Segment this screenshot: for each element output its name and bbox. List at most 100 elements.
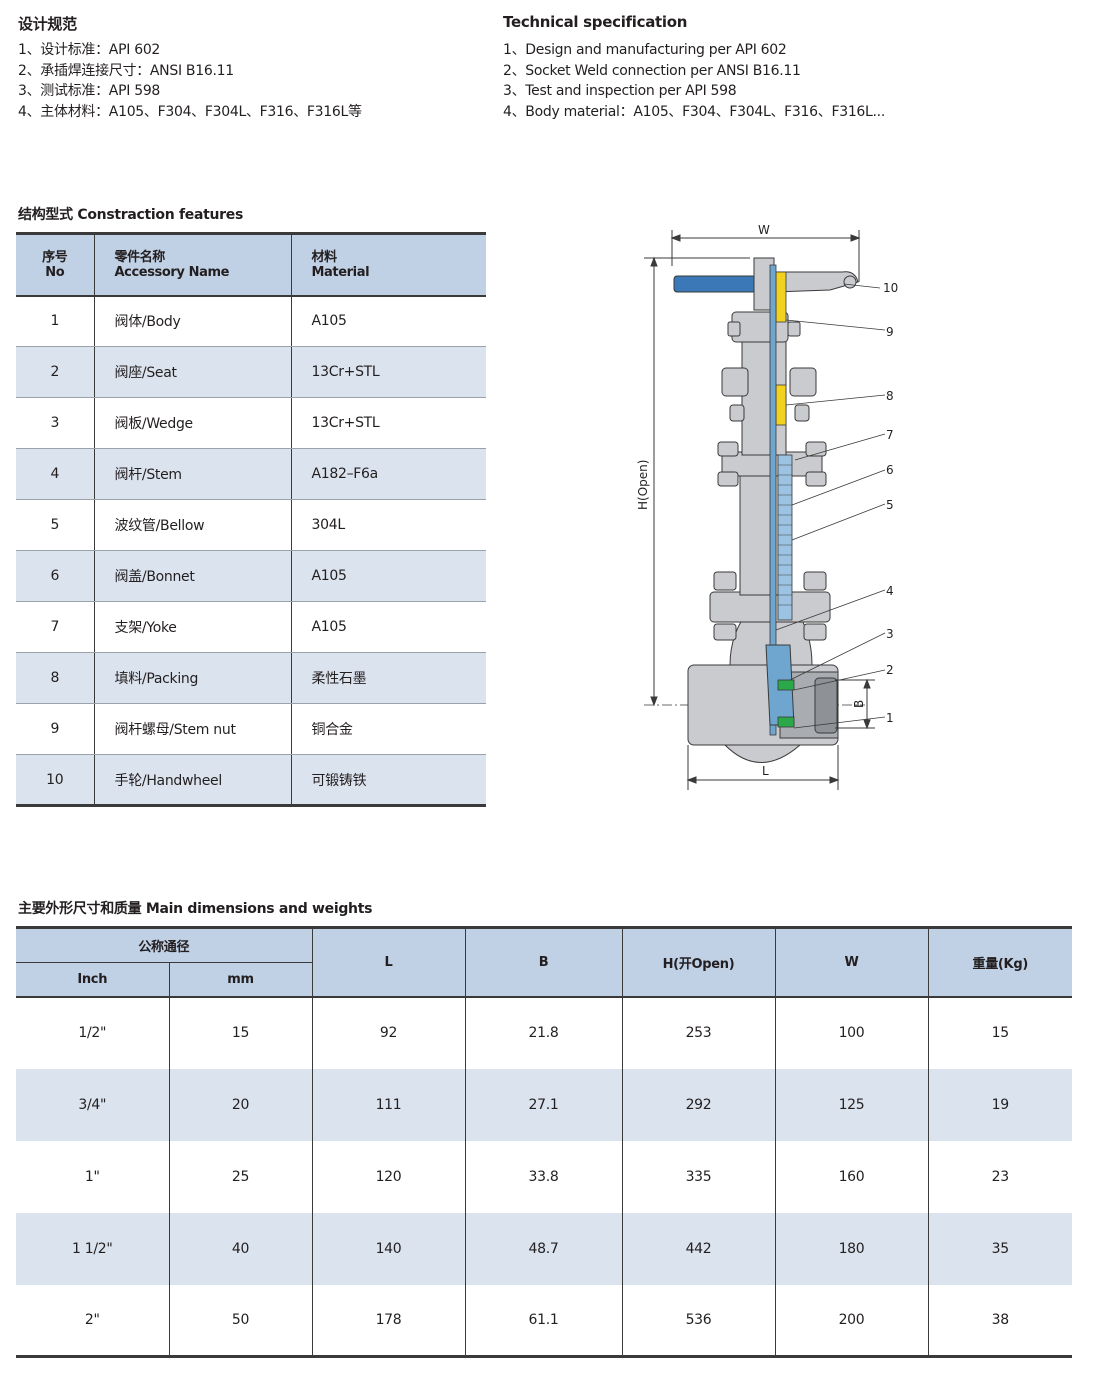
table-cell: 200 — [774, 1284, 928, 1358]
table-cell: 33.8 — [464, 1140, 622, 1213]
header-text: 材料 — [311, 249, 338, 265]
table-cell: 2" — [16, 1284, 169, 1358]
table-cell: 40 — [168, 1212, 312, 1285]
spec-en-item: 2、Socket Weld connection per ANSI B16.11 — [503, 62, 801, 79]
bellow-convolutions — [778, 464, 792, 606]
table-cell: 38 — [927, 1284, 1072, 1358]
table-cell: 120 — [311, 1140, 465, 1213]
table-cell: 19 — [927, 1068, 1072, 1141]
table-cell: 可锻铸铁 — [290, 754, 486, 807]
table-cell: 1" — [84, 1168, 100, 1185]
table-cell: 1 — [16, 295, 94, 347]
table-cell: 阀杆螺母/Stem nut — [93, 703, 291, 755]
header-text: 序号 — [42, 249, 68, 265]
table-cell: 波纹管/Bellow — [93, 499, 291, 551]
dimension-l — [686, 745, 840, 790]
table-cell: 13Cr+STL — [290, 346, 486, 398]
table-cell: 13Cr+STL — [290, 397, 486, 449]
header-text: No — [45, 264, 65, 280]
dimensions-header-row: 公称通径 L B H(开Open) W 重量(Kg) — [16, 926, 1072, 998]
table-cell: 支架/Yoke — [93, 601, 291, 653]
table-cell: 140 — [311, 1212, 465, 1285]
callout-leaders — [775, 283, 886, 729]
table-cell: 335 — [621, 1140, 775, 1213]
callout-1: 1 — [886, 711, 894, 725]
dimension-w-label: W — [758, 223, 770, 237]
header-inch: Inch — [16, 962, 169, 998]
callout-4: 4 — [886, 584, 894, 598]
spec-en-list: 1、Design and manufacturing per API 602 2… — [503, 40, 885, 122]
table-cell: 25 — [168, 1140, 312, 1213]
dimensions-title: 主要外形尺寸和质量 Main dimensions and weights — [18, 901, 373, 917]
table-cell: 阀体/Body — [93, 295, 291, 347]
yoke — [721, 311, 817, 456]
dimensions-subheader-row: Inch mm — [16, 962, 1072, 998]
spec-cn-item: 2、承插焊连接尺寸：ANSI B16.11 — [18, 62, 234, 79]
table-cell: 阀座/Seat — [93, 346, 291, 398]
table-cell: A105 — [290, 295, 486, 347]
table-cell: 4 — [16, 448, 94, 500]
table-cell: 48.7 — [464, 1212, 622, 1285]
table-cell: 100 — [774, 996, 928, 1069]
seat-upper — [777, 679, 795, 691]
table-cell: 292 — [621, 1068, 775, 1141]
spec-cn-item: 3、测试标准：API 598 — [18, 83, 161, 99]
table-cell: 8 — [16, 652, 94, 704]
dimension-b — [835, 678, 875, 730]
dimension-l-label: L — [762, 764, 769, 778]
table-cell: 填料/Packing — [93, 652, 291, 704]
table-cell: 61.1 — [464, 1284, 622, 1358]
dimension-b-label: B — [852, 700, 866, 708]
packing — [775, 384, 787, 426]
callout-6: 6 — [886, 463, 894, 477]
callout-2: 2 — [886, 663, 894, 677]
spec-en-item: 3、Test and inspection per API 598 — [503, 83, 737, 99]
table-cell: 柔性石墨 — [290, 652, 486, 704]
table-cell: 2 — [16, 346, 94, 398]
table-cell: 50 — [168, 1284, 312, 1358]
stem-nut — [775, 271, 787, 323]
bonnet — [739, 469, 786, 596]
table-cell: 23 — [927, 1140, 1072, 1213]
spec-en-item: 4、Body material：A105、F304、F304L、F316、F31… — [503, 103, 885, 120]
table-cell: 536 — [621, 1284, 775, 1358]
header-text: 零件名称 — [114, 249, 166, 265]
dimension-h — [644, 256, 750, 707]
header-nominal-size: 公称通径 — [16, 926, 312, 963]
construction-title: 结构型式 Constraction features — [18, 207, 243, 223]
table-cell: 442 — [621, 1212, 775, 1285]
table-cell: 3/4" — [16, 1068, 169, 1141]
spec-cn-item: 4、主体材料：A105、F304、F304L、F316、F316L等 — [18, 103, 362, 120]
table-cell: A105 — [290, 550, 486, 602]
valve-body — [687, 619, 839, 763]
table-cell: 1 1/2" — [16, 1212, 169, 1285]
seat-lower — [777, 716, 795, 728]
callout-9: 9 — [886, 325, 894, 339]
callout-10: 10 — [883, 281, 898, 295]
table-cell: 253 — [621, 996, 775, 1069]
spec-cn-list: 1、设计标准：API 602 2、承插焊连接尺寸：ANSI B16.11 3、测… — [18, 40, 362, 122]
table-cell: 1/2" — [78, 1025, 107, 1041]
table-cell: 180 — [774, 1212, 928, 1285]
callout-3: 3 — [886, 627, 894, 641]
dimension-w — [670, 230, 861, 282]
table-cell: 7 — [16, 601, 94, 653]
table-cell: A105 — [290, 601, 486, 653]
table-cell: 21.8 — [464, 996, 622, 1069]
table-cell: 15 — [927, 996, 1072, 1069]
table-cell: 304L — [290, 499, 486, 551]
